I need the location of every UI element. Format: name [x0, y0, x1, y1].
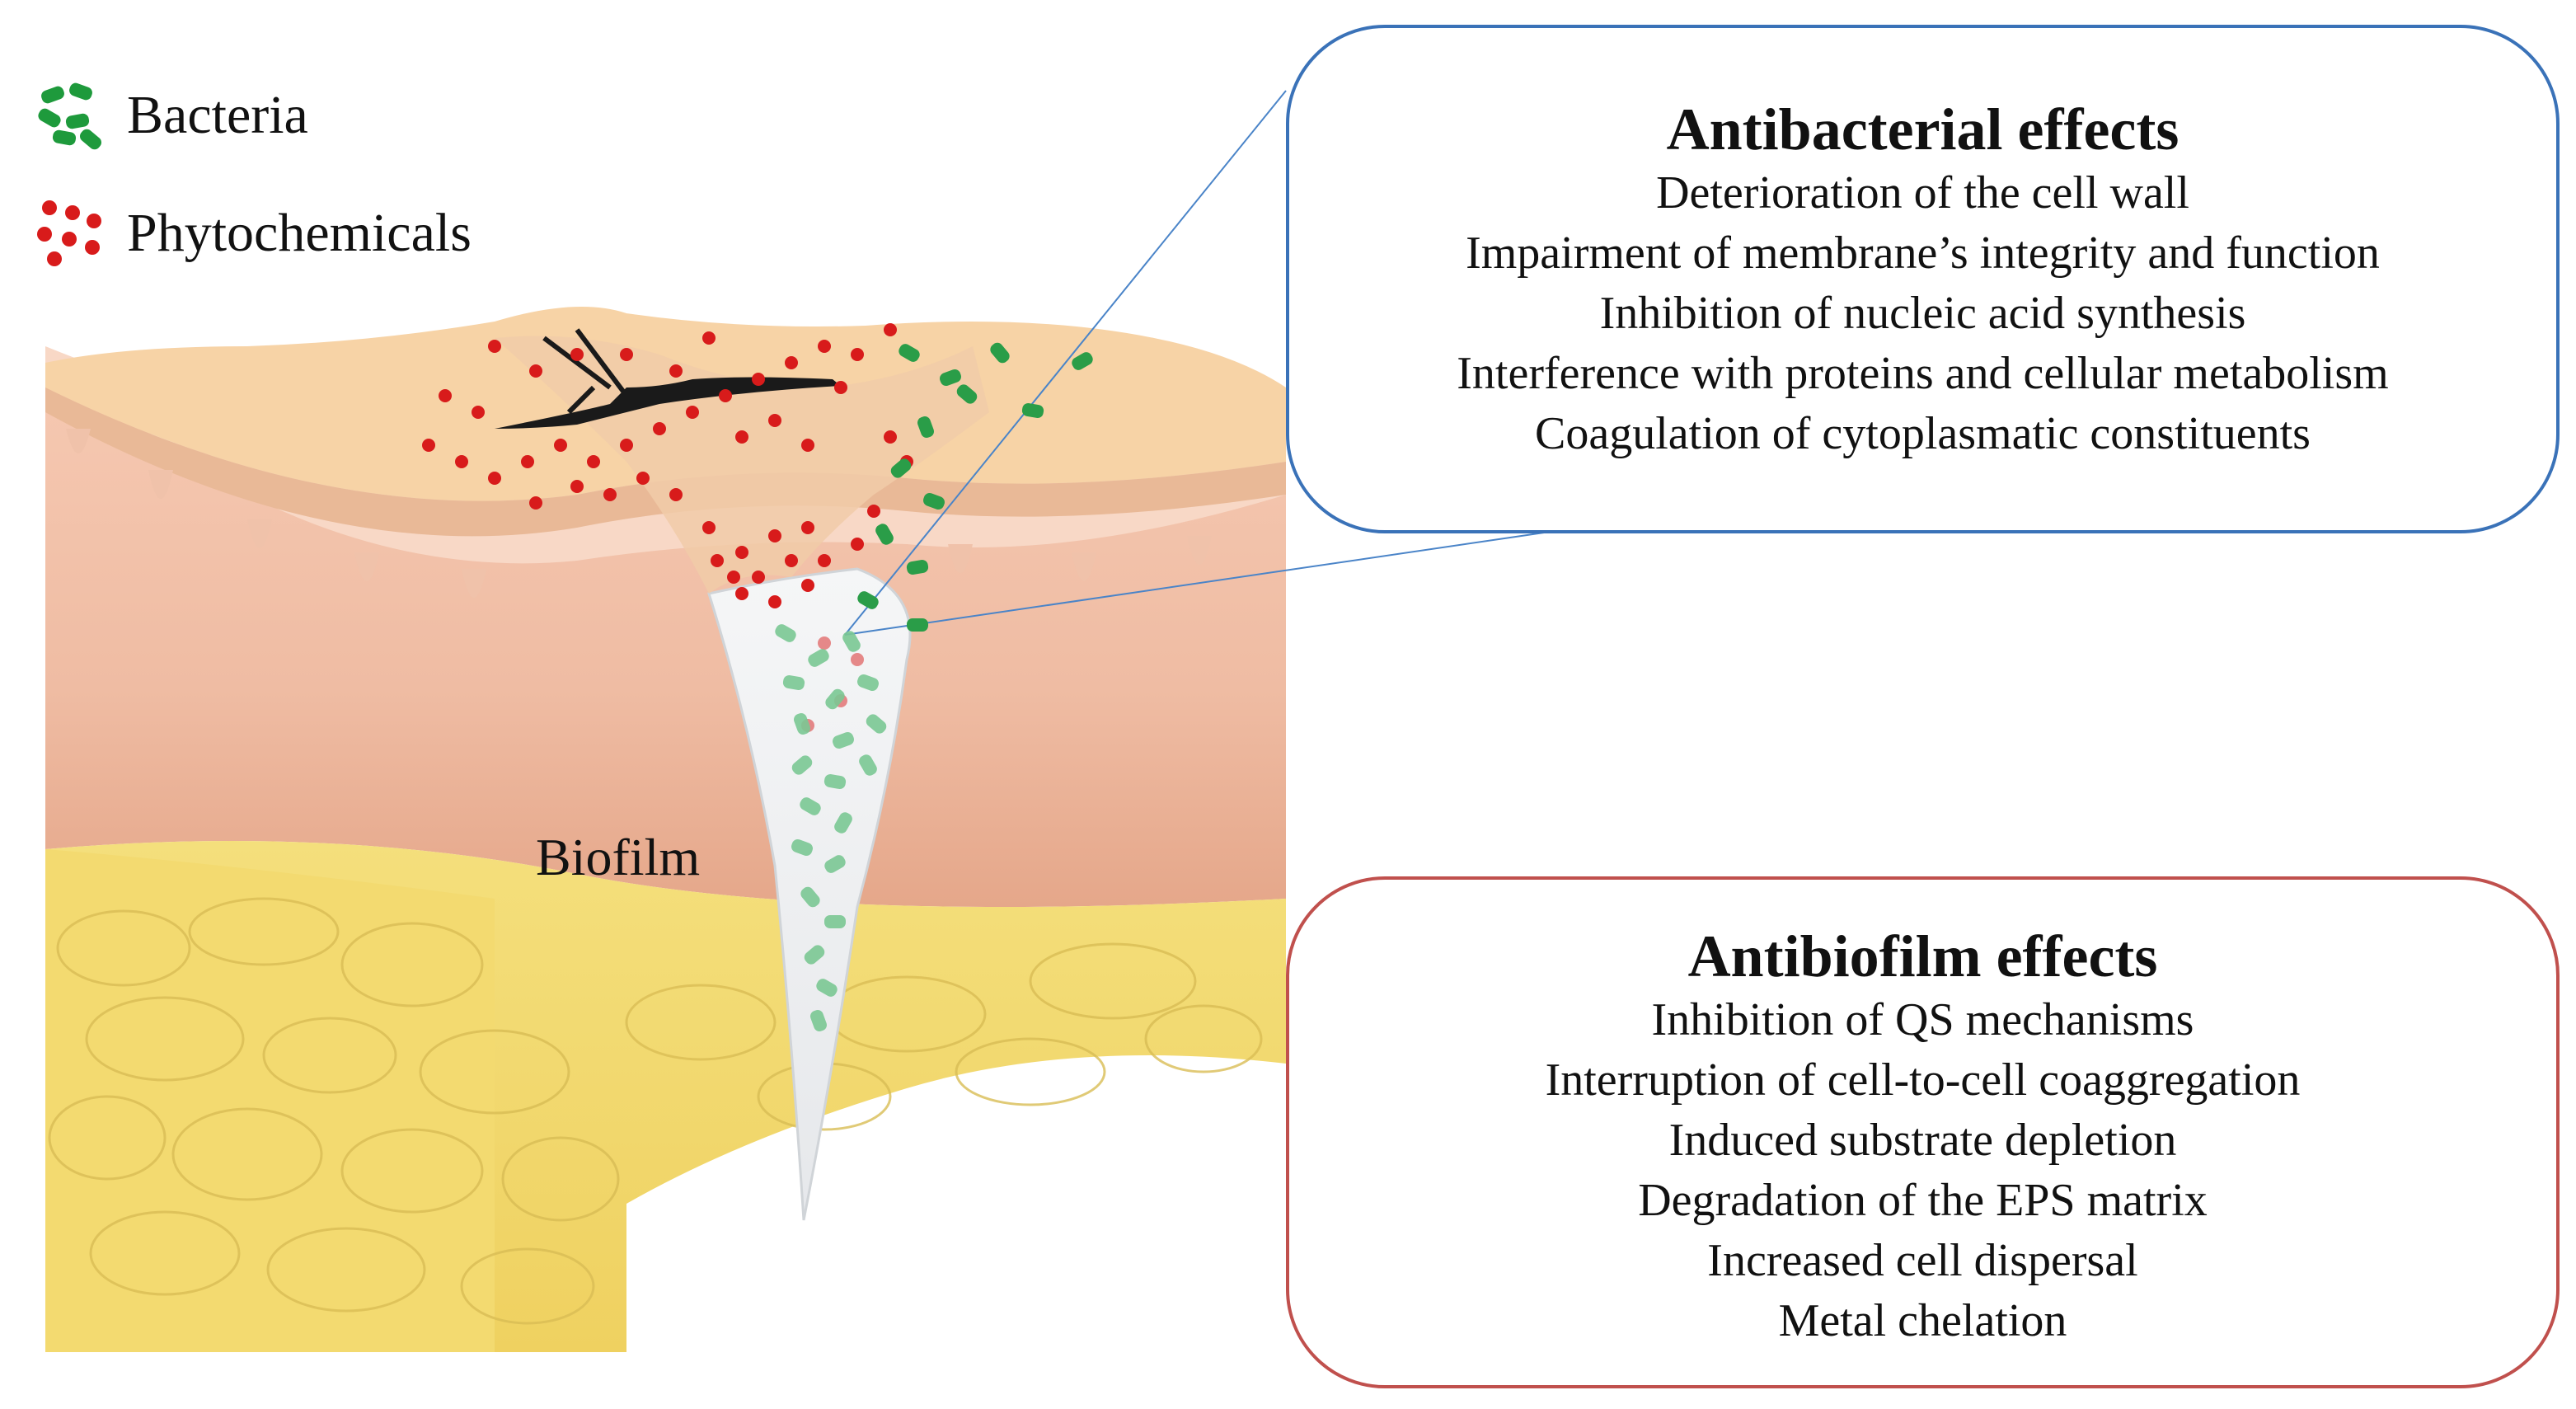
antibiofilm-item: Metal chelation	[1778, 1295, 2067, 1346]
fat-layer-bottom	[45, 849, 495, 1352]
legend-bacteria-label: Bacteria	[127, 85, 308, 145]
dermis-layer	[45, 363, 1286, 907]
red-dots-icon	[37, 200, 101, 266]
antibacterial-item: Impairment of membrane’s integrity and f…	[1466, 228, 2380, 279]
antibacterial-title: Antibacterial effects	[1666, 96, 2180, 162]
antibacterial-item: Interference with proteins and cellular …	[1457, 348, 2389, 399]
antibacterial-item: Inhibition of nucleic acid synthesis	[1599, 288, 2246, 339]
bacteria-rods	[857, 342, 1093, 632]
legend-phytochemicals-label: Phytochemicals	[127, 203, 472, 263]
legend-phytochemicals: Phytochemicals	[33, 196, 472, 270]
legend-bacteria: Bacteria	[33, 78, 308, 153]
wound-scab-crack	[542, 328, 629, 415]
antibiofilm-item: Inhibition of QS mechanisms	[1651, 994, 2194, 1045]
antibiofilm-item: Induced substrate depletion	[1668, 1115, 2177, 1166]
antibiofilm-item: Interruption of cell-to-cell coaggregati…	[1545, 1054, 2301, 1106]
antibacterial-item: Coagulation of cytoplasmatic constituent…	[1535, 408, 2311, 459]
fat-cells	[48, 897, 1263, 1325]
antibiofilm-effects-box: Antibiofilm effects Inhibition of QS mec…	[1286, 876, 2560, 1388]
antibacterial-effects-box: Antibacterial effects Deterioration of t…	[1286, 25, 2560, 533]
green-rod-bacteria-icon	[38, 82, 102, 150]
antibacterial-item: Deterioration of the cell wall	[1656, 167, 2189, 218]
connector-line-upper	[844, 90, 1287, 636]
biofilm-label: Biofilm	[536, 828, 701, 886]
antibiofilm-item: Degradation of the EPS matrix	[1638, 1175, 2208, 1226]
rete-ridges	[66, 429, 1212, 598]
epidermis-edge	[45, 363, 1286, 537]
wound-scab	[495, 377, 841, 429]
biofilm-bacteria	[775, 624, 887, 1031]
connector-line-lower	[844, 531, 1551, 636]
antibiofilm-item: Increased cell dispersal	[1707, 1235, 2138, 1286]
antibiofilm-title: Antibiofilm effects	[1687, 923, 2158, 989]
